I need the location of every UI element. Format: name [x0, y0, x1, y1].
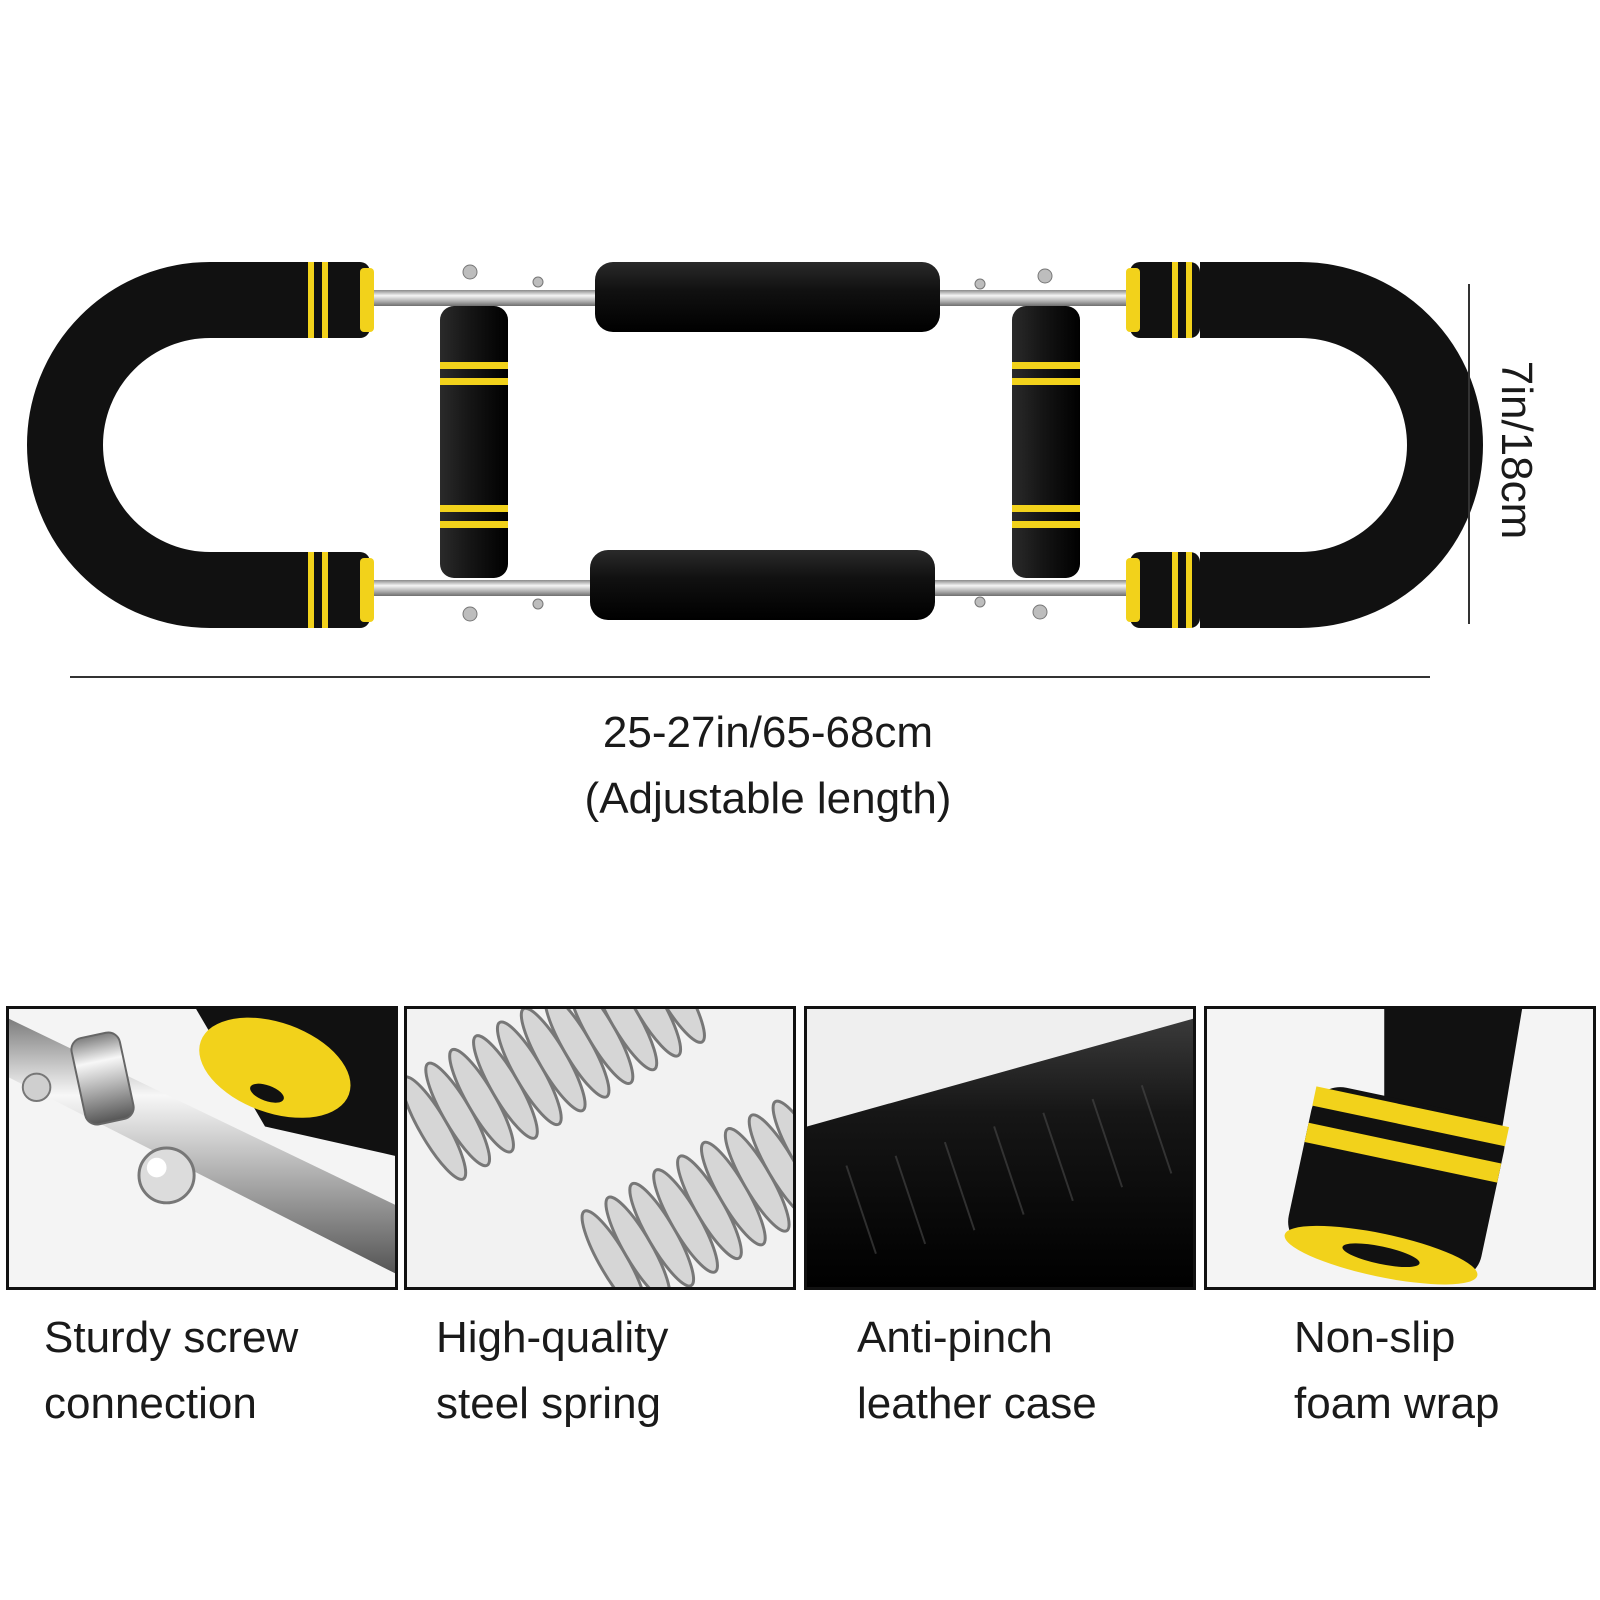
steel-spring-closeup-icon [404, 1006, 796, 1290]
width-value: 25-27in/65-68cm [602, 708, 934, 757]
width-dimension-label: 25-27in/65-68cm (Adjustable length) [0, 700, 1536, 832]
foam-wrap-closeup-icon [1204, 1006, 1596, 1290]
caption-line: Anti-pinch [857, 1313, 1053, 1362]
caption-line: leather case [857, 1379, 1097, 1428]
feature-caption-foam: Non-slip foam wrap [1294, 1305, 1499, 1437]
caption-line: steel spring [436, 1379, 662, 1428]
caption-line: foam wrap [1294, 1379, 1500, 1428]
height-dimension-label: 7in/18cm [1492, 360, 1541, 540]
arm-exerciser-illustration [0, 0, 1600, 680]
width-dimension-line [70, 676, 1430, 678]
caption-line: Non-slip [1294, 1313, 1456, 1362]
caption-line: High-quality [436, 1313, 669, 1362]
leather-case-closeup-icon [804, 1006, 1196, 1290]
arm-exerciser-icon [27, 262, 1483, 628]
feature-panels [6, 1006, 1596, 1290]
feature-caption-screw: Sturdy screw connection [44, 1305, 298, 1437]
feature-caption-spring: High-quality steel spring [436, 1305, 668, 1437]
height-dimension-line [1468, 284, 1470, 624]
caption-line: Sturdy screw [44, 1313, 299, 1362]
screw-connection-closeup-icon [6, 1006, 398, 1290]
caption-line: connection [44, 1379, 257, 1428]
feature-caption-leather: Anti-pinch leather case [857, 1305, 1097, 1437]
width-note: (Adjustable length) [584, 774, 952, 823]
